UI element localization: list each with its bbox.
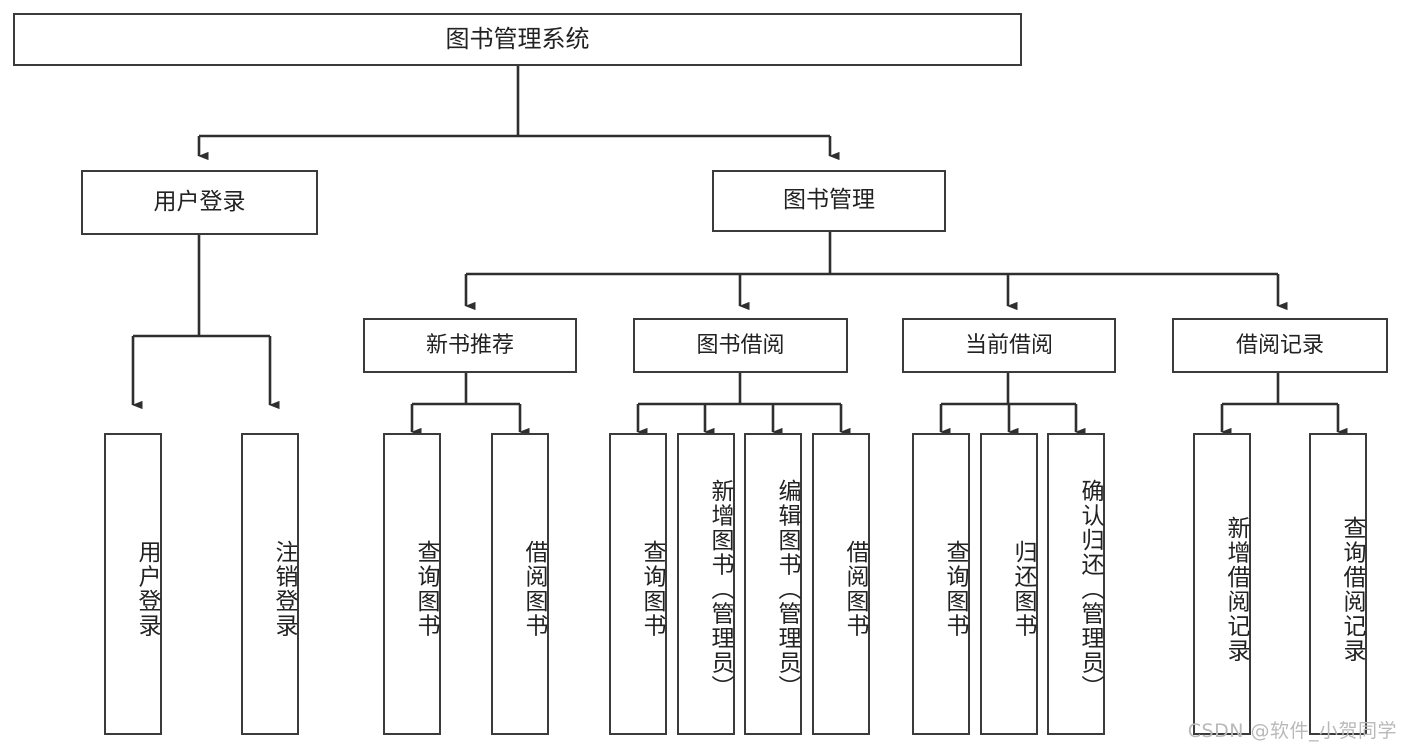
- leaf-user-login-2-label: 注销登录: [271, 540, 297, 638]
- node-current-borrow-label: 当前借阅: [964, 332, 1053, 358]
- leaf-current-borrow-3-label: 确认归还（管理员）: [1077, 478, 1103, 700]
- node-new-book-recommend-label: 新书推荐: [425, 332, 514, 358]
- leaf-new-book-1-label: 查询图书: [413, 540, 439, 638]
- node-root[interactable]: 图书管理系统: [13, 13, 1022, 66]
- leaf-current-borrow-1[interactable]: 查询图书: [912, 433, 970, 735]
- leaf-current-borrow-2[interactable]: 归还图书: [980, 433, 1038, 735]
- leaf-borrow-record-2[interactable]: 查询借阅记录: [1309, 433, 1367, 735]
- leaf-user-login-1[interactable]: 用户登录: [104, 433, 162, 735]
- leaf-user-login-2[interactable]: 注销登录: [241, 433, 299, 735]
- leaf-borrow-record-1-label: 新增借阅记录: [1223, 515, 1249, 663]
- node-new-book-recommend[interactable]: 新书推荐: [363, 318, 577, 373]
- node-book-borrow[interactable]: 图书借阅: [633, 318, 848, 373]
- leaf-current-borrow-1-label: 查询图书: [942, 540, 968, 638]
- node-book-borrow-label: 图书借阅: [696, 332, 785, 358]
- leaf-user-login-1-label: 用户登录: [134, 540, 160, 638]
- leaf-book-borrow-1-label: 查询图书: [639, 540, 665, 638]
- node-root-label: 图书管理系统: [445, 25, 590, 54]
- leaf-current-borrow-2-label: 归还图书: [1010, 540, 1036, 638]
- leaf-borrow-record-1[interactable]: 新增借阅记录: [1193, 433, 1251, 735]
- node-borrow-record-label: 借阅记录: [1235, 332, 1324, 358]
- leaf-borrow-record-2-label: 查询借阅记录: [1339, 515, 1365, 663]
- leaf-book-borrow-3-label: 编辑图书（管理员）: [774, 478, 800, 700]
- leaf-current-borrow-3[interactable]: 确认归还（管理员）: [1047, 433, 1105, 735]
- node-book-manage[interactable]: 图书管理: [712, 170, 946, 232]
- node-user-login-label: 用户登录: [153, 188, 246, 215]
- leaf-book-borrow-4-label: 借阅图书: [842, 540, 868, 638]
- leaf-book-borrow-3[interactable]: 编辑图书（管理员）: [744, 433, 802, 735]
- node-user-login[interactable]: 用户登录: [81, 170, 318, 235]
- leaf-new-book-2[interactable]: 借阅图书: [491, 433, 549, 735]
- leaf-book-borrow-1[interactable]: 查询图书: [609, 433, 667, 735]
- watermark-text: CSDN @软件_小贺同学: [1187, 720, 1397, 742]
- leaf-book-borrow-2[interactable]: 新增图书（管理员）: [677, 433, 735, 735]
- node-current-borrow[interactable]: 当前借阅: [902, 318, 1116, 373]
- node-book-manage-label: 图书管理: [783, 187, 875, 214]
- leaf-new-book-1[interactable]: 查询图书: [383, 433, 441, 735]
- leaf-book-borrow-4[interactable]: 借阅图书: [812, 433, 870, 735]
- leaf-new-book-2-label: 借阅图书: [521, 540, 547, 638]
- leaf-book-borrow-2-label: 新增图书（管理员）: [707, 478, 733, 700]
- node-borrow-record[interactable]: 借阅记录: [1172, 318, 1388, 373]
